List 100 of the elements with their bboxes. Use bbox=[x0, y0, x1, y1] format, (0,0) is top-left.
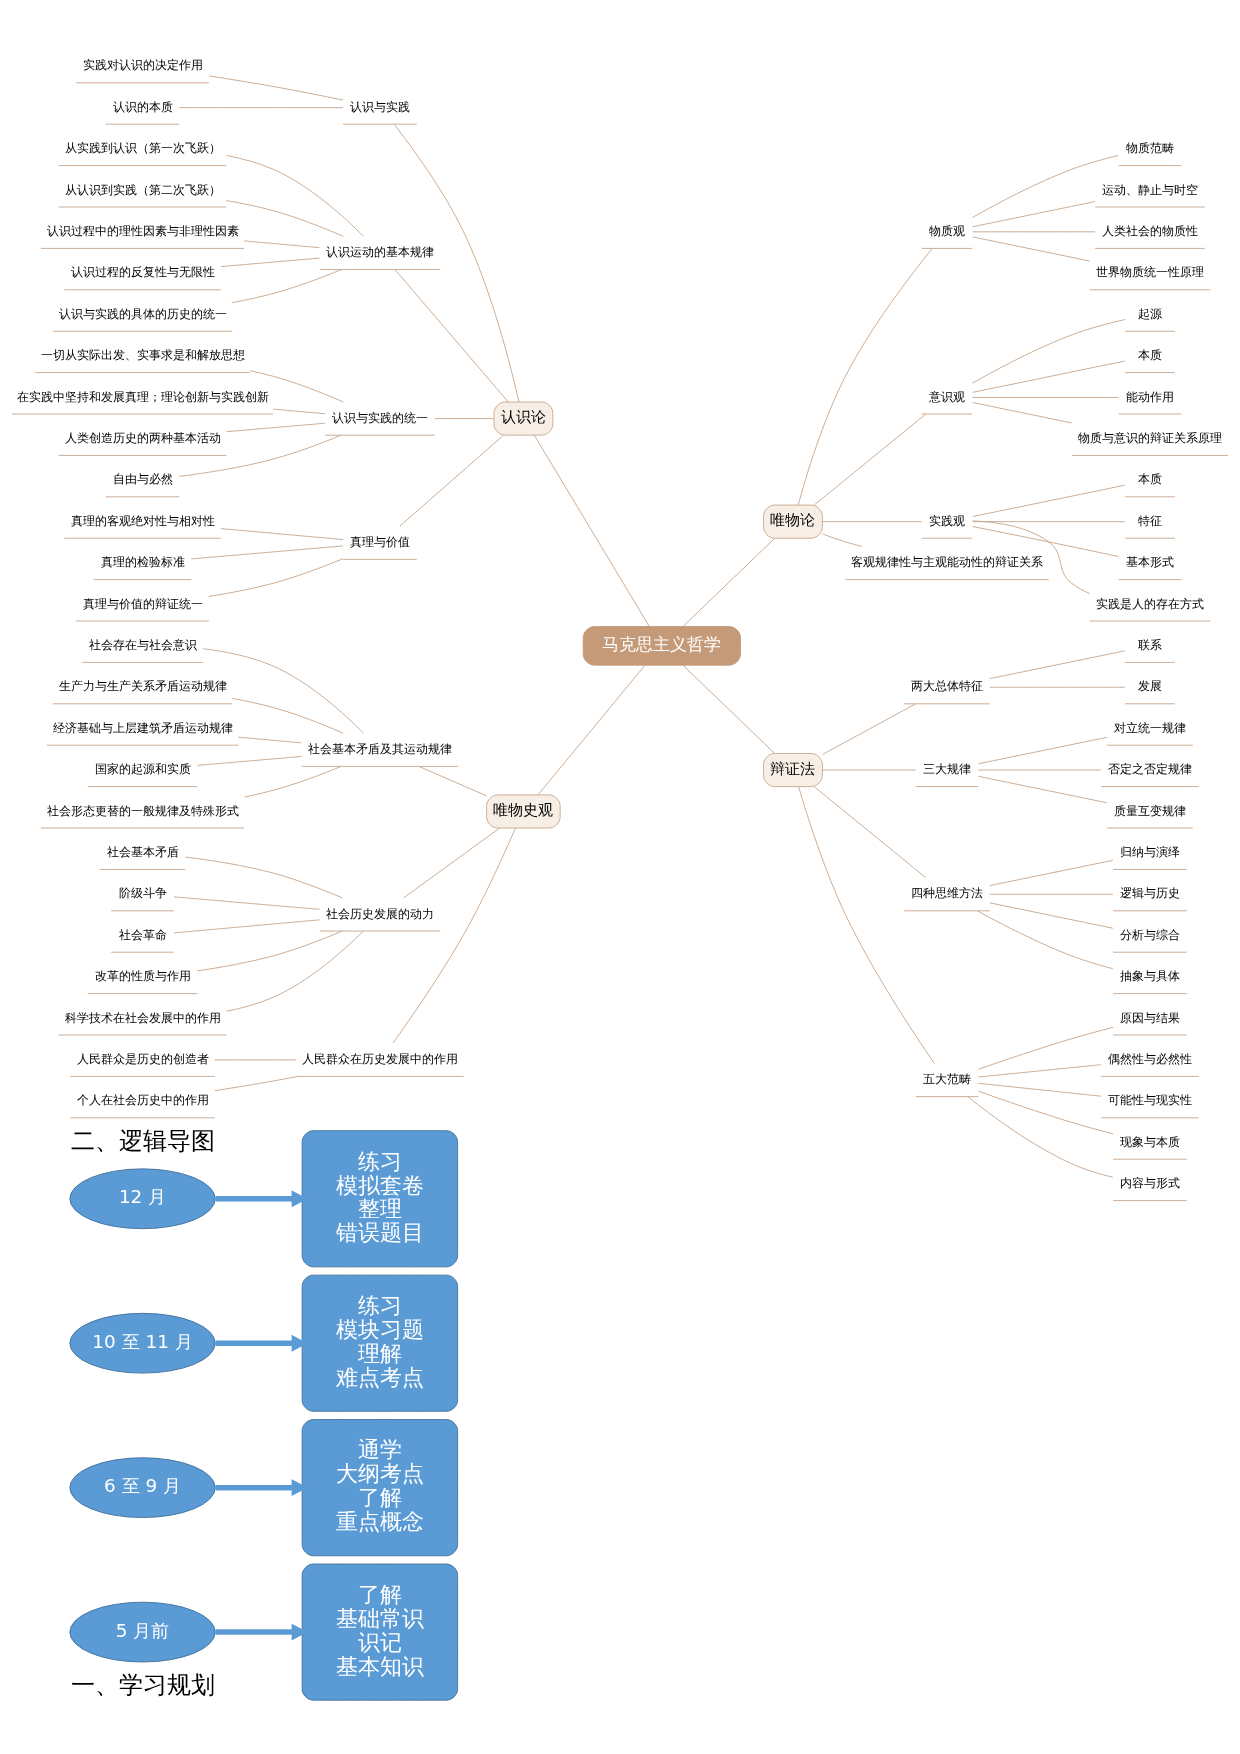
connector bbox=[394, 269, 509, 403]
connector bbox=[972, 520, 1091, 595]
node-text: 意识观 bbox=[929, 389, 966, 404]
connector bbox=[418, 766, 487, 797]
node-text: 社会历史发展的动力 bbox=[325, 906, 434, 921]
connector bbox=[972, 231, 1096, 233]
node-text: 特征 bbox=[1137, 513, 1162, 528]
connector bbox=[971, 319, 1126, 384]
node-text: 人类社会的物质性 bbox=[1101, 223, 1198, 238]
label: 二、逻辑导图 bbox=[70, 1127, 215, 1156]
node-text: 客观规律性与主观能动性的辩证关系 bbox=[851, 555, 1044, 570]
connector bbox=[226, 155, 364, 237]
connector bbox=[537, 664, 646, 796]
connector bbox=[393, 123, 520, 403]
node-text: 偶然性与必然性 bbox=[1107, 1051, 1192, 1066]
node-box: 练习 模拟套卷 整理 错误题目 bbox=[301, 1130, 459, 1268]
connector bbox=[822, 769, 916, 771]
node-text: 四种思维方法 bbox=[911, 886, 984, 901]
node-text: 五大范畴 bbox=[923, 1072, 972, 1087]
node-text: 可能性与现实性 bbox=[1107, 1093, 1192, 1108]
node-text: 人类创造历史的两种基本活动 bbox=[64, 430, 221, 445]
node-box: 唯物论 bbox=[763, 504, 823, 539]
connector bbox=[434, 418, 495, 420]
connector bbox=[214, 1059, 297, 1061]
connector bbox=[978, 1064, 1102, 1078]
node-box: 辩证法 bbox=[763, 753, 823, 788]
node-text: 从实践到认识（第一次飞跃） bbox=[64, 141, 221, 156]
connector bbox=[196, 930, 343, 972]
node-text: 运动、静止与时空 bbox=[1101, 182, 1198, 197]
node-text: 内容与形式 bbox=[1119, 1176, 1180, 1191]
connector bbox=[798, 786, 935, 1064]
node-text: 实践观 bbox=[929, 513, 966, 528]
connector bbox=[989, 902, 1114, 929]
connector bbox=[208, 75, 344, 101]
node-text: 三大规律 bbox=[923, 762, 972, 777]
node-text: 国家的起源和实质 bbox=[94, 762, 191, 777]
connector bbox=[978, 1090, 1114, 1135]
node-text: 认识与实践的具体的历史的统一 bbox=[58, 306, 227, 321]
node-text: 联系 bbox=[1137, 637, 1162, 652]
node-text: 起源 bbox=[1137, 306, 1162, 321]
connector bbox=[822, 703, 916, 755]
connector bbox=[978, 1026, 1114, 1070]
node-text: 人民群众在历史发展中的作用 bbox=[301, 1051, 458, 1066]
node-ellipse: 12 月 bbox=[69, 1168, 216, 1230]
node-text: 个人在社会历史中的作用 bbox=[76, 1093, 209, 1108]
node-text: 生产力与生产关系矛盾运动规律 bbox=[58, 679, 227, 694]
node-text: 基本形式 bbox=[1125, 555, 1174, 570]
node-text: 科学技术在社会发展中的作用 bbox=[64, 1010, 221, 1025]
connector bbox=[392, 827, 516, 1044]
connector bbox=[225, 200, 344, 237]
node-text: 世界物质统一性原理 bbox=[1095, 265, 1204, 280]
node-box: 通学 大纲考点 了解 重点概念 bbox=[301, 1419, 459, 1557]
node-text: 从认识到实践（第二次飞跃） bbox=[64, 182, 221, 197]
connector bbox=[978, 769, 1102, 771]
node-text: 分析与综合 bbox=[1119, 927, 1180, 942]
node-text: 社会形态更替的一般规律及特殊形式 bbox=[46, 803, 239, 818]
node-text: 真理与价值 bbox=[349, 534, 410, 549]
connector bbox=[178, 434, 342, 477]
connector bbox=[173, 896, 320, 910]
node-text: 归纳与演绎 bbox=[1119, 844, 1180, 859]
node-box: 马克思主义哲学 bbox=[582, 626, 741, 666]
connector bbox=[978, 775, 1108, 804]
node-text: 认识的本质 bbox=[112, 99, 173, 114]
connector bbox=[184, 856, 343, 899]
connector bbox=[967, 1096, 1114, 1178]
connector bbox=[822, 533, 863, 547]
connector bbox=[272, 408, 326, 415]
connector bbox=[231, 269, 342, 304]
node-text: 认识与实践的统一 bbox=[331, 410, 428, 425]
connector bbox=[797, 248, 933, 506]
node-text: 物质观 bbox=[929, 223, 966, 238]
connector bbox=[978, 736, 1108, 765]
connector bbox=[822, 521, 923, 523]
connector bbox=[243, 765, 342, 798]
connector bbox=[989, 859, 1114, 887]
connector bbox=[682, 538, 775, 627]
connector bbox=[971, 526, 1119, 557]
connector bbox=[202, 648, 364, 734]
label: 一、学习规划 bbox=[70, 1671, 215, 1700]
node-text: 物质与意识的辩证关系原理 bbox=[1077, 430, 1222, 445]
node-text: 质量互变规律 bbox=[1113, 803, 1186, 818]
node-text: 真理的客观绝对性与相对性 bbox=[70, 513, 215, 528]
node-text: 物质范畴 bbox=[1125, 141, 1174, 156]
node-text: 认识过程的反复性与无限性 bbox=[70, 265, 215, 280]
node-text: 一切从实际出发、实事求是和解放思想 bbox=[40, 348, 245, 363]
connector bbox=[978, 1082, 1102, 1097]
node-text: 认识运动的基本规律 bbox=[325, 245, 434, 260]
node-text: 自由与必然 bbox=[112, 472, 173, 487]
node-text: 真理与价值的辩证统一 bbox=[82, 596, 203, 611]
connector bbox=[226, 930, 364, 1012]
node-text: 在实践中坚持和发展真理；理论创新与实践创新 bbox=[16, 389, 269, 404]
node-text: 阶级斗争 bbox=[118, 886, 167, 901]
connector bbox=[533, 434, 650, 627]
node-text: 否定之否定规律 bbox=[1107, 762, 1192, 777]
node-text: 社会存在与社会意识 bbox=[88, 637, 197, 652]
node-ellipse: 6 至 9 月 bbox=[69, 1457, 216, 1518]
node-text: 逻辑与历史 bbox=[1119, 886, 1180, 901]
connector bbox=[813, 786, 927, 879]
connector bbox=[231, 697, 344, 734]
node-box: 认识论 bbox=[493, 401, 554, 436]
